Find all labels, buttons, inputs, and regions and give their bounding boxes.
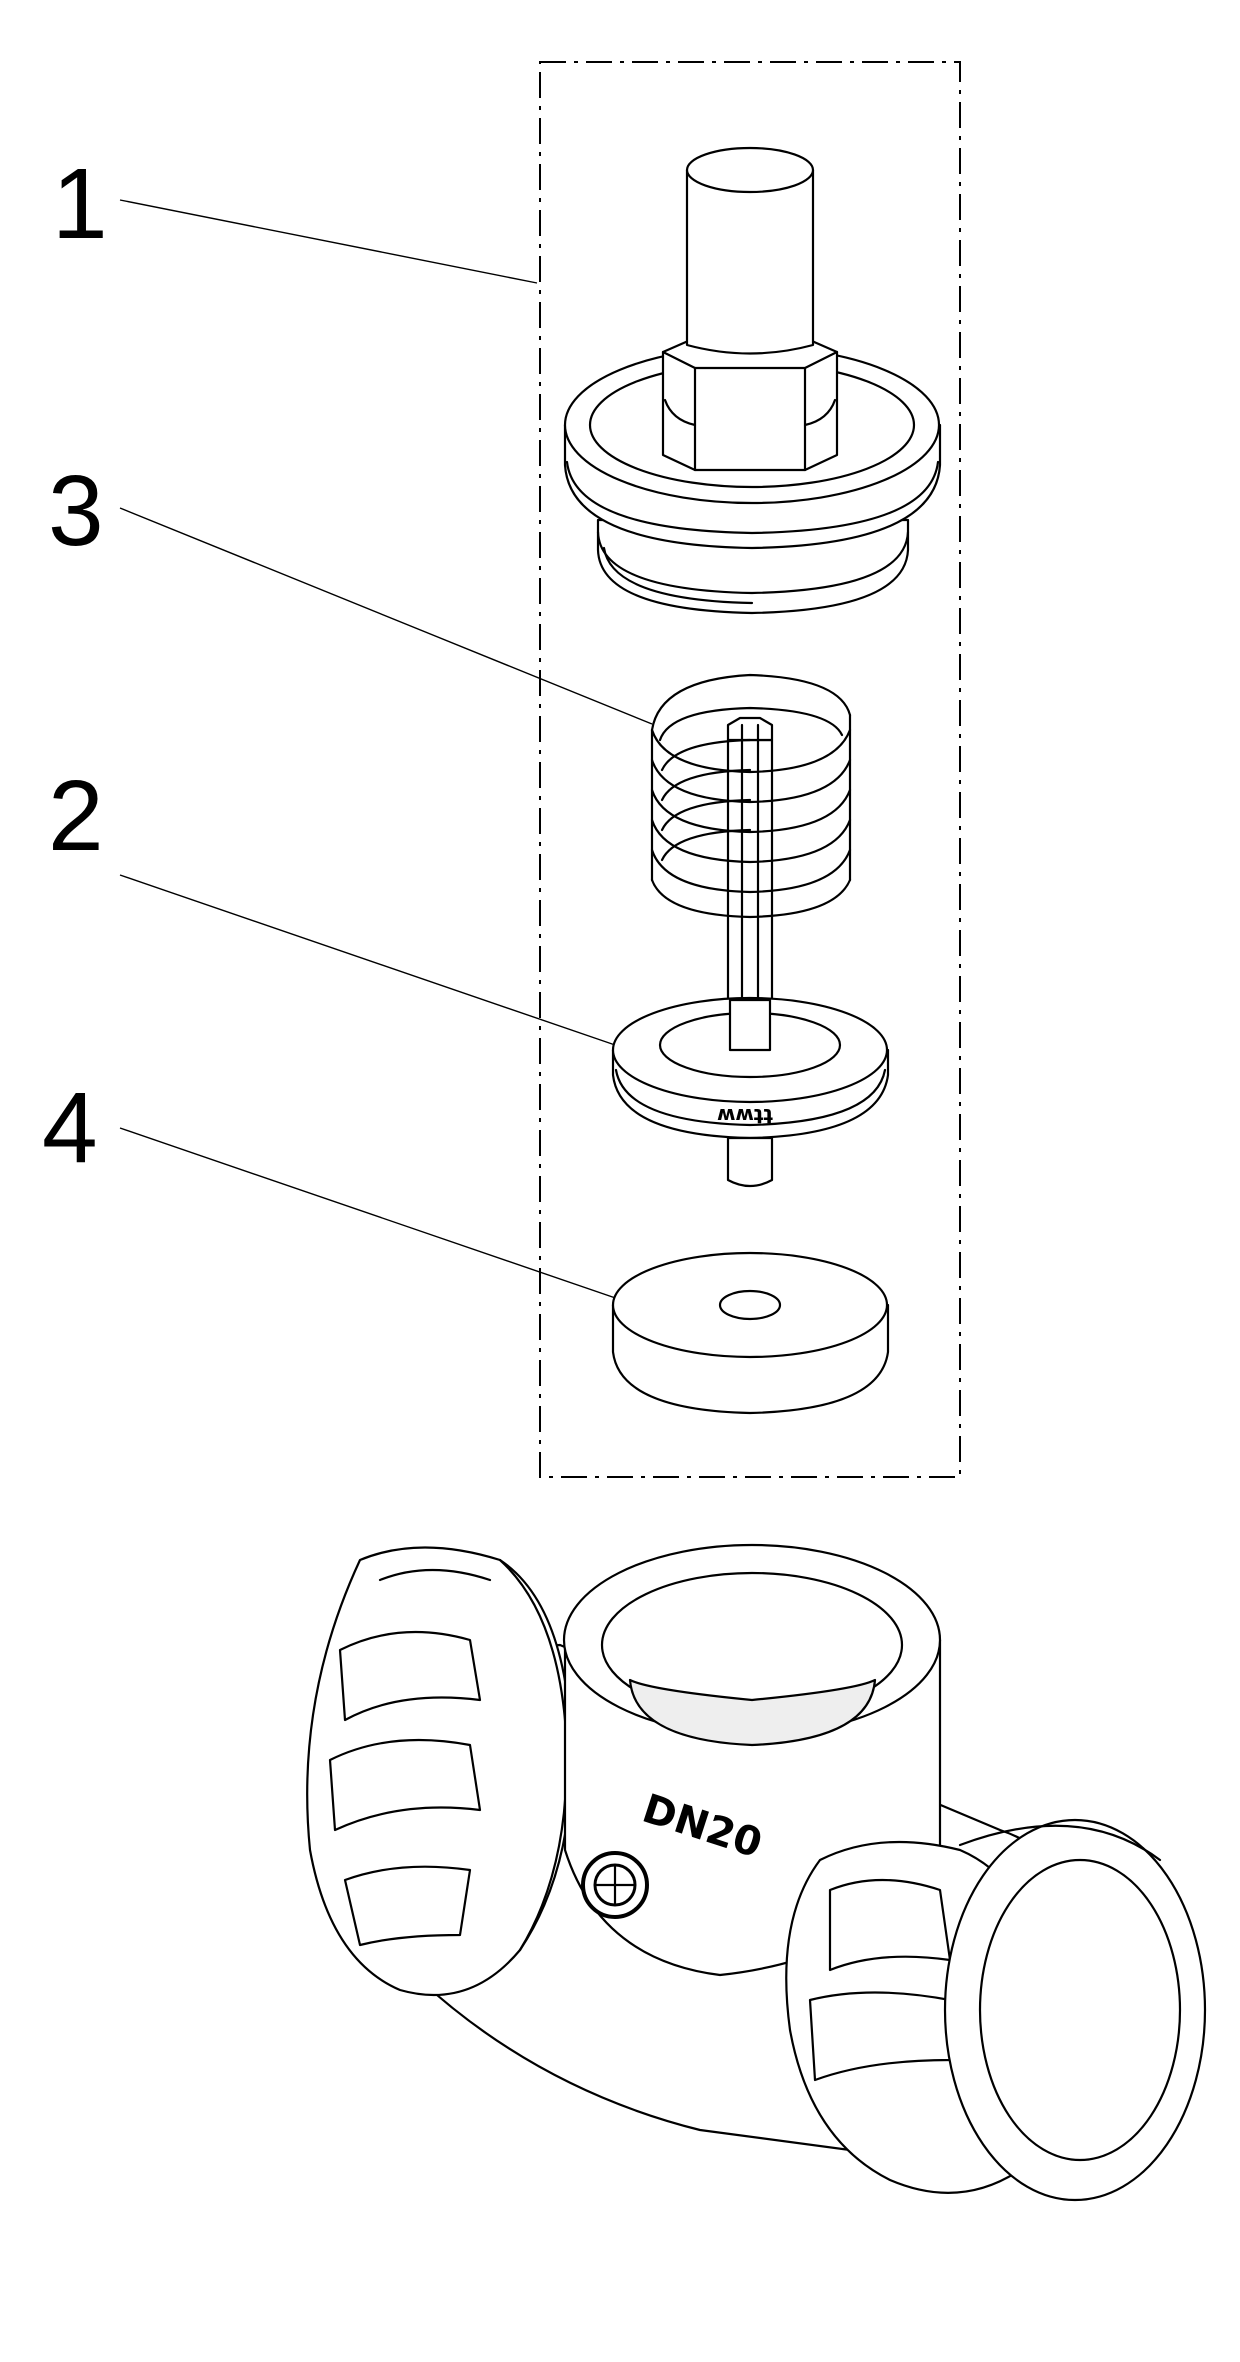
- leader-line-2: [119, 874, 651, 1058]
- leader-line-1: [119, 199, 538, 284]
- assembly-boundary: [539, 61, 961, 1478]
- callout-3: 3: [48, 455, 104, 567]
- callout-4: 4: [42, 1072, 98, 1184]
- disc-stamp: ʍʍʇʇ: [717, 1101, 774, 1125]
- callout-1: 1: [52, 148, 108, 260]
- leader-lines: [119, 199, 653, 1304]
- part-4-washer: [611, 1251, 890, 1415]
- part-3-spring: [650, 673, 852, 1047]
- callout-2: 2: [48, 760, 104, 872]
- part-2-disc: ʍʍʇʇ: [611, 996, 890, 1188]
- leader-line-3: [119, 507, 653, 725]
- part-1-cap: [563, 146, 942, 615]
- leader-line-4: [119, 1127, 631, 1304]
- valve-body: DN20: [306, 1543, 1207, 2202]
